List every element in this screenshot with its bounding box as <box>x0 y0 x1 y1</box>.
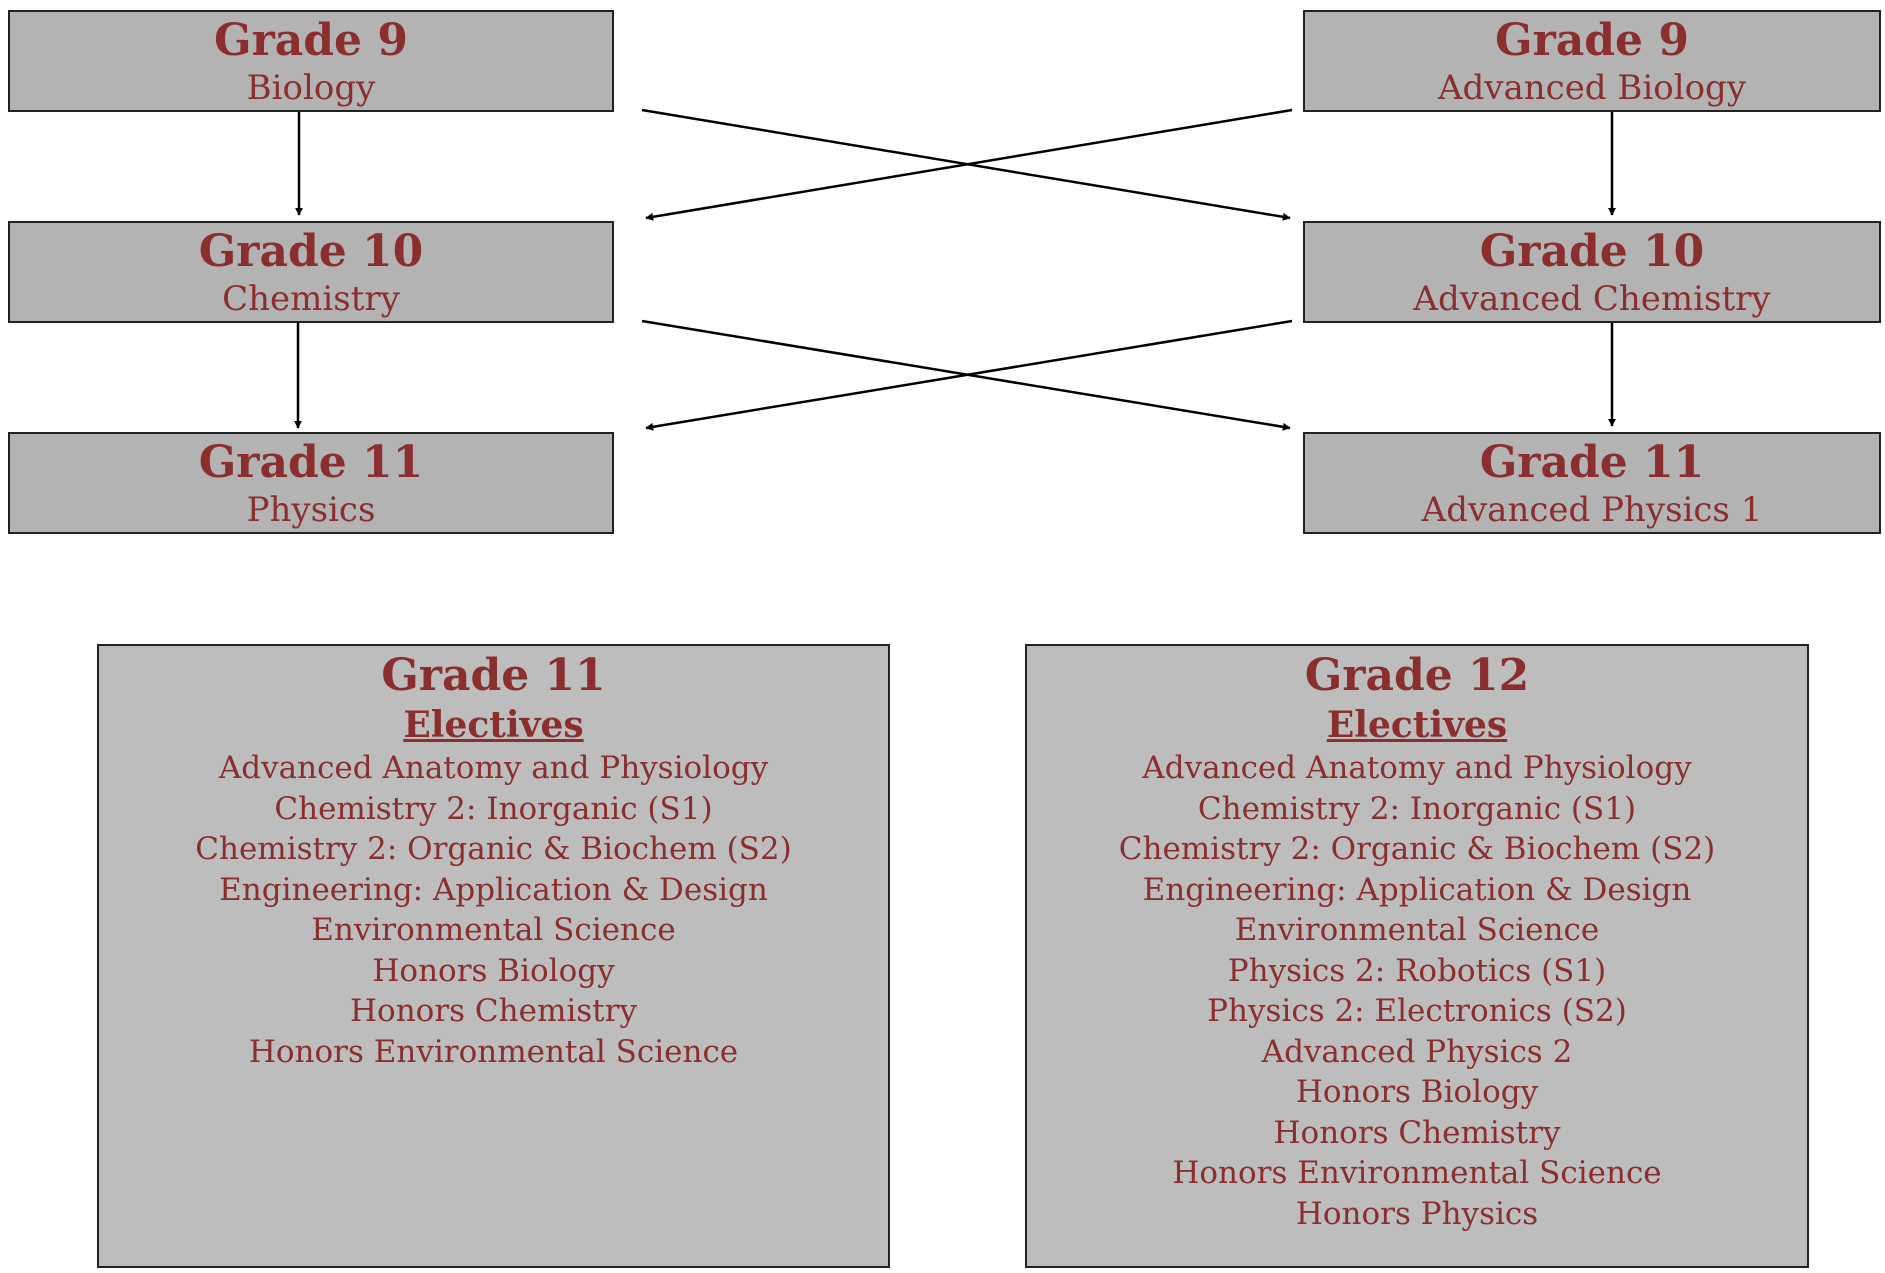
elective-item: Engineering: Application & Design <box>219 871 768 908</box>
elective-item: Environmental Science <box>311 912 676 948</box>
elective-item: Engineering: Application & Design <box>1142 871 1692 908</box>
elective-item: Advanced Anatomy and Physiology <box>1142 750 1692 786</box>
arrow-right10-to-left11 <box>645 319 1293 431</box>
electives-grade-label: Grade 12 <box>1304 650 1530 701</box>
elective-item: Honors Environmental Science <box>248 1033 739 1070</box>
right-grade11-box: Grade 11 Advanced Physics 1 <box>1303 432 1881 534</box>
elective-item: Chemistry 2: Inorganic (S1) <box>1197 790 1637 827</box>
grade-label: Grade 10 <box>198 226 424 277</box>
left-grade10-box: Grade 10 Chemistry <box>8 221 614 323</box>
grade-label: Grade 10 <box>1479 226 1705 277</box>
elective-item: Advanced Physics 2 <box>1261 1033 1573 1070</box>
right-grade9-box: Grade 9 Advanced Biology <box>1303 10 1881 112</box>
elective-item: Advanced Anatomy and Physiology <box>218 750 769 786</box>
elective-item: Environmental Science <box>1234 912 1600 948</box>
elective-item: Physics 2: Electronics (S2) <box>1207 993 1627 1029</box>
course-label: Physics <box>246 490 376 530</box>
elective-item: Chemistry 2: Inorganic (S1) <box>274 790 713 827</box>
elective-item: Honors Chemistry <box>1273 1114 1561 1151</box>
course-label: Advanced Physics 1 <box>1421 490 1763 530</box>
elective-item: Honors Chemistry <box>350 993 637 1029</box>
course-label: Advanced Chemistry <box>1413 279 1771 319</box>
elective-item: Honors Biology <box>372 952 615 989</box>
grade-label: Grade 9 <box>1495 15 1689 66</box>
elective-item: Physics 2: Robotics (S1) <box>1227 952 1607 989</box>
right-grade10-box: Grade 10 Advanced Chemistry <box>1303 221 1881 323</box>
electives-heading: Electives <box>403 704 584 746</box>
grade-label: Grade 11 <box>1479 437 1705 488</box>
electives-heading: Electives <box>1326 704 1508 746</box>
arrow-right9-to-left10 <box>645 108 1293 221</box>
grade-label: Grade 9 <box>214 15 408 66</box>
elective-item: Chemistry 2: Organic & Biochem (S2) <box>195 831 792 867</box>
elective-item: Honors Biology <box>1295 1074 1539 1110</box>
course-label: Advanced Biology <box>1437 68 1747 108</box>
grade11-electives-box: Grade 11 Electives Advanced Anatomy and … <box>97 644 890 1268</box>
elective-item: Chemistry 2: Organic & Biochem (S2) <box>1118 831 1716 867</box>
grade12-electives-box: Grade 12 Electives Advanced Anatomy and … <box>1025 644 1809 1268</box>
course-label: Chemistry <box>222 279 400 319</box>
electives-grade-label: Grade 11 <box>381 650 606 701</box>
course-label: Biology <box>246 68 376 108</box>
elective-item: Honors Environmental Science <box>1172 1155 1662 1191</box>
elective-item: Honors Physics <box>1295 1195 1539 1232</box>
grade-label: Grade 11 <box>198 437 424 488</box>
left-grade11-box: Grade 11 Physics <box>8 432 614 534</box>
left-grade9-box: Grade 9 Biology <box>8 10 614 112</box>
